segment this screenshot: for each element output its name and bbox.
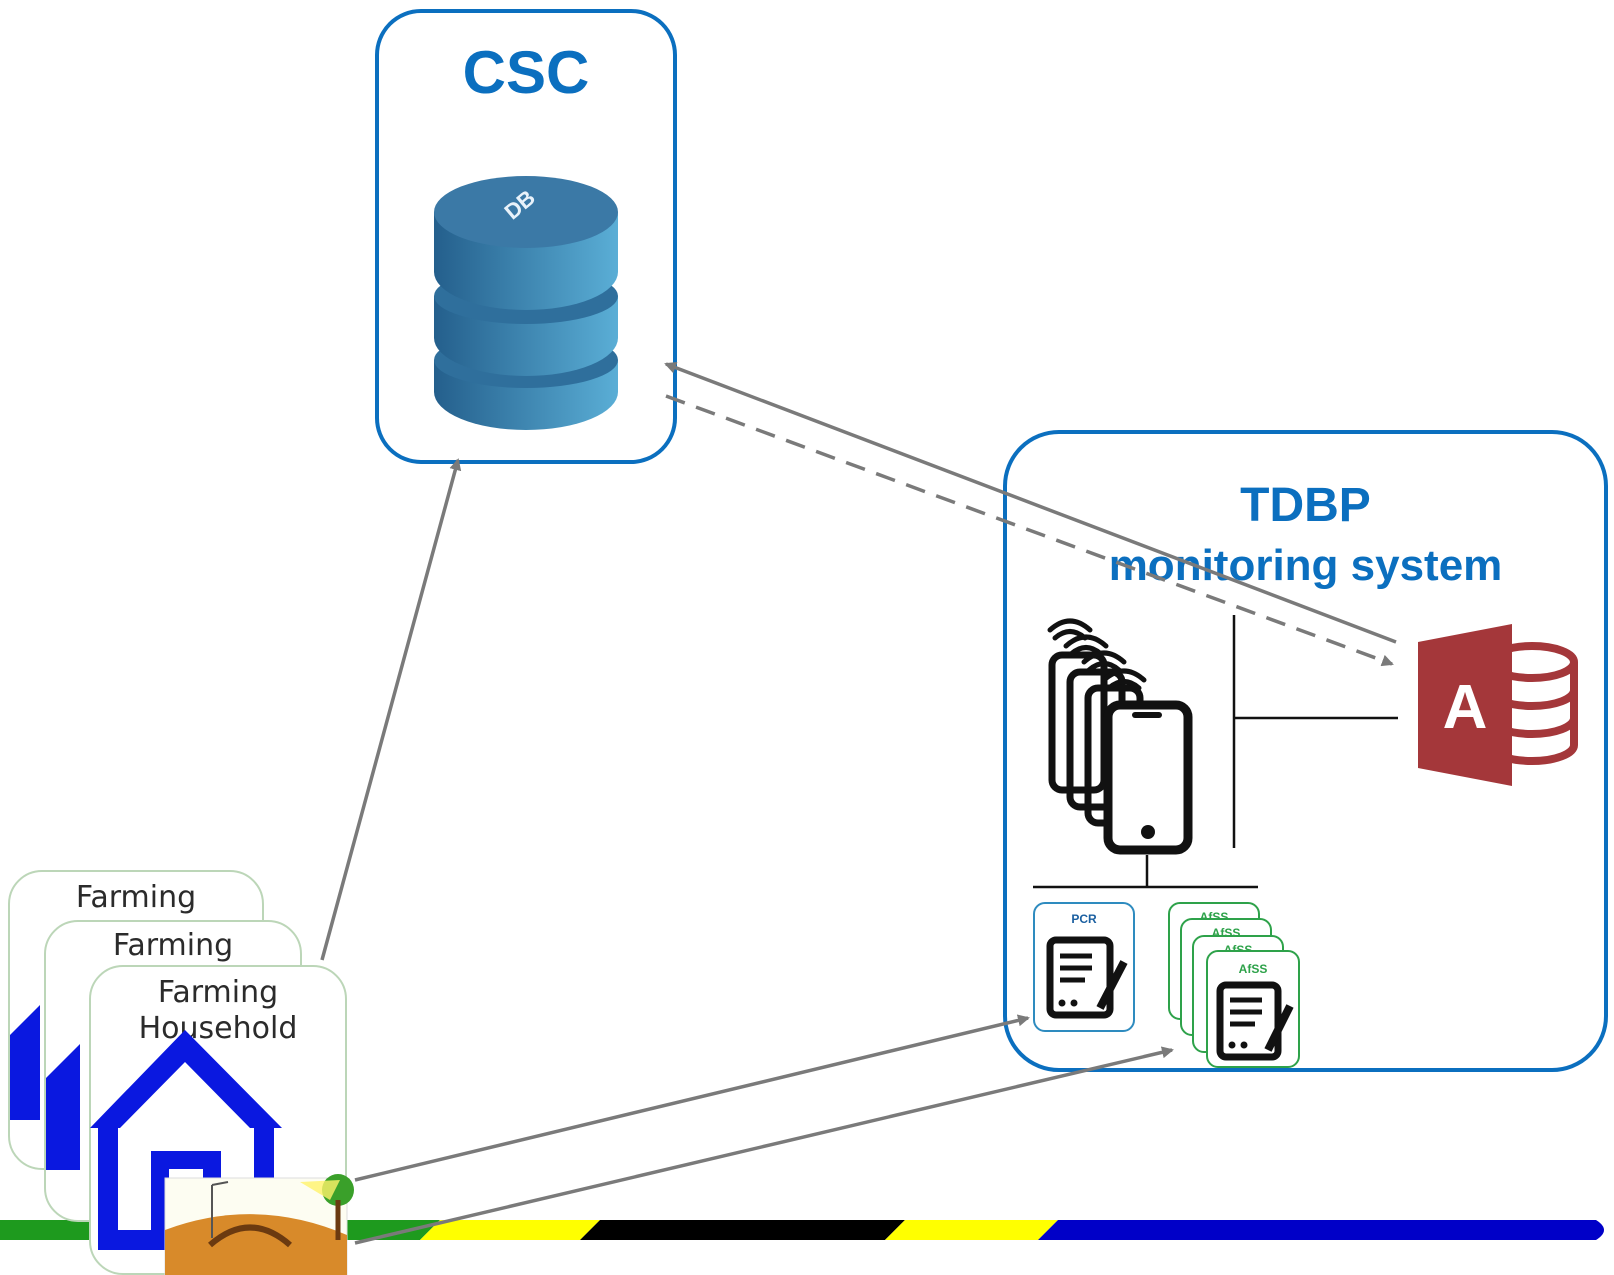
arrow-household-to-csc bbox=[320, 458, 462, 961]
afss-form-tag-4: AfSS bbox=[1238, 962, 1268, 976]
arrow-household-to-afss bbox=[354, 1046, 1174, 1245]
arrow-household-to-pcr bbox=[354, 1014, 1030, 1182]
household-card-back-2-label: Farming bbox=[112, 928, 234, 963]
tdbp-subtitle: monitoring system bbox=[1108, 541, 1503, 590]
tdbp-title: TDBP bbox=[1240, 479, 1371, 532]
access-letter: A bbox=[1442, 673, 1488, 742]
csc-container bbox=[375, 9, 677, 464]
pcr-form-tag: PCR bbox=[1071, 912, 1097, 926]
csc-title: CSC bbox=[462, 39, 590, 106]
arrow-access-to-csc bbox=[664, 361, 1397, 644]
household-card-front-line2: Household bbox=[138, 1011, 298, 1046]
household-card-back-1-label: Farming bbox=[75, 880, 197, 915]
tdbp-container bbox=[1003, 430, 1608, 1072]
arrow-csc-to-access-dashed bbox=[665, 394, 1394, 667]
household-card-front-line1: Farming bbox=[157, 975, 279, 1010]
